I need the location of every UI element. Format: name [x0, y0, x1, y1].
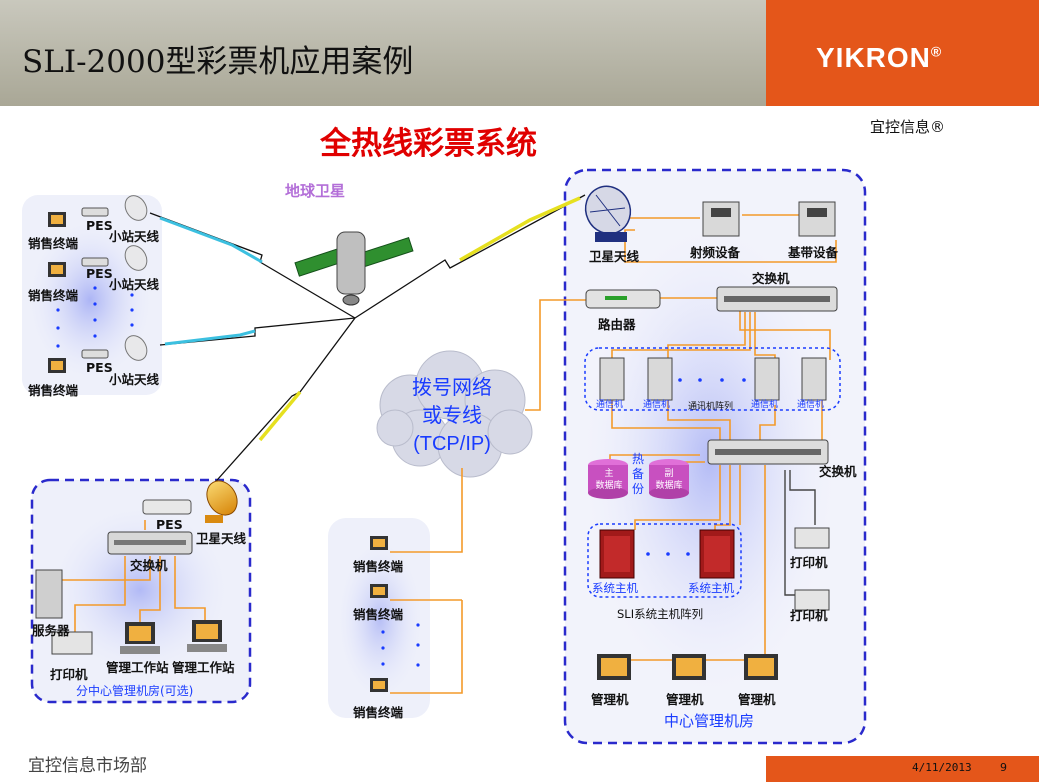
antenna-label: 小站天线: [109, 372, 160, 387]
dialup-terminal-icons: [370, 536, 420, 692]
host-label: 系统主机: [688, 581, 734, 595]
db-sub-label: 副数据库: [655, 469, 683, 491]
satellite-icon: [294, 231, 414, 306]
branch-antenna-label: 卫星天线: [196, 531, 247, 546]
pes-label: PES: [86, 360, 113, 375]
center-printer-label: 打印机: [790, 555, 828, 570]
manager-label: 管理机: [591, 692, 629, 707]
diagram-title: 全热线彩票系统: [320, 126, 537, 162]
top-switch-label: 交换机: [752, 271, 790, 286]
branch-switch-label: 交换机: [130, 558, 168, 573]
satellite-label: 地球卫星: [285, 182, 346, 200]
center-icons: [584, 185, 841, 680]
branch-server-label: 服务器: [32, 623, 70, 638]
pes-label: PES: [86, 266, 113, 281]
comm-label: 通信机: [596, 400, 624, 410]
center-antenna-label: 卫星天线: [589, 249, 640, 264]
network-cloud-icon: [376, 350, 533, 478]
mid-switch-label: 交换机: [819, 464, 857, 479]
rf-label: 射频设备: [690, 245, 741, 260]
comm-label: 通信机: [643, 400, 671, 410]
terminal-label: 销售终端: [28, 288, 79, 303]
center-printer-label: 打印机: [790, 608, 828, 623]
branch-workstation-label: 管理工作站: [172, 660, 235, 675]
footer-bar: [766, 756, 1039, 782]
terminal-label: 销售终端: [28, 236, 79, 251]
branch-printer-label: 打印机: [50, 667, 88, 682]
host-array-label: SLI系统主机阵列: [617, 607, 704, 621]
center-room-label: 中心管理机房: [664, 712, 755, 730]
db-main-label: 主数据库: [595, 469, 623, 491]
left-station-icons: [48, 195, 148, 373]
pes-label: PES: [86, 218, 113, 233]
comm-array-label: 通讯机阵列: [688, 402, 734, 412]
antenna-label: 小站天线: [109, 229, 160, 244]
comm-label: 通信机: [751, 400, 779, 410]
comm-label: 通信机: [797, 400, 825, 410]
footer-date: 4/11/2013: [912, 761, 972, 774]
manager-label: 管理机: [738, 692, 776, 707]
terminal-label: 销售终端: [28, 383, 79, 398]
brand-label: 宜控信息®: [870, 118, 946, 136]
comm-array-box: [584, 347, 841, 411]
branch-icons: [35, 480, 238, 655]
manager-label: 管理机: [666, 692, 704, 707]
slide-title: SLI-2000型彩票机应用案例: [22, 44, 414, 80]
branch-pes-label: PES: [156, 517, 183, 532]
antenna-label: 小站天线: [109, 277, 160, 292]
hot-backup-label: 热备份: [632, 452, 645, 496]
dialup-terminal-label: 销售终端: [353, 607, 404, 622]
baseband-label: 基带设备: [788, 245, 839, 260]
branch-workstation-label: 管理工作站: [106, 660, 169, 675]
header-bar: [0, 0, 766, 106]
host-label: 系统主机: [592, 581, 638, 595]
page-number: 9: [1000, 761, 1007, 774]
network-cloud-label: 拨号网络 或专线 (TCP/IP): [412, 377, 492, 455]
footer-department: 宜控信息市场部: [28, 756, 147, 776]
dialup-terminal-label: 销售终端: [353, 705, 404, 720]
branch-room-label: 分中心管理机房(可选): [76, 684, 194, 698]
router-label: 路由器: [598, 317, 636, 332]
dialup-terminal-label: 销售终端: [353, 559, 404, 574]
logo: YIKRON®: [816, 42, 943, 73]
logo-panel: [766, 0, 1039, 106]
